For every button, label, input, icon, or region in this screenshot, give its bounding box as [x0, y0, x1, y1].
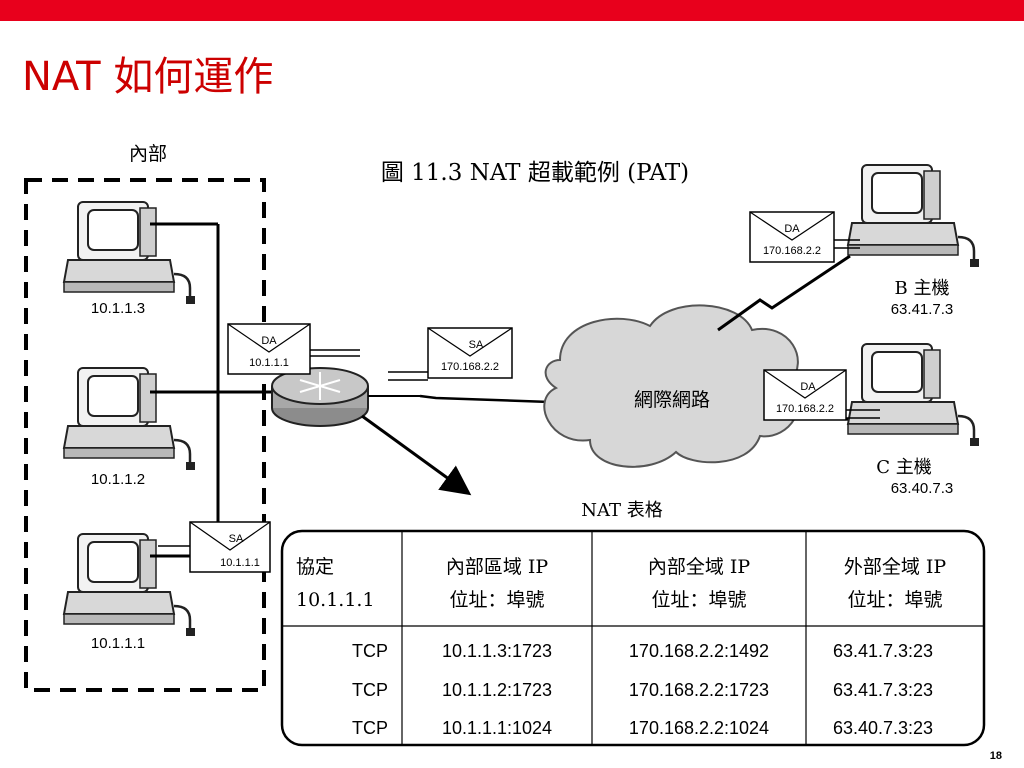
page-number: 18 — [989, 750, 1002, 762]
table-cell: 63.41.7.3:23 — [833, 641, 933, 661]
nat-table-label: NAT 表格 — [581, 500, 663, 521]
table-header: 位址：埠號 — [449, 589, 544, 611]
host-ip-label: 10.1.1.3 — [91, 300, 145, 317]
table-cell: TCP — [352, 641, 388, 661]
table-cell: 10.1.1.1:1024 — [442, 718, 552, 738]
top-accent-bar — [0, 0, 1024, 21]
internet-label: 網際網路 — [634, 389, 710, 411]
table-cell: 63.41.7.3:23 — [833, 680, 933, 700]
router-icon — [271, 367, 369, 427]
svg-text:10.1.1.1: 10.1.1.1 — [220, 557, 260, 569]
inside-network-boundary — [24, 178, 266, 692]
host-ip-label: 10.1.1.1 — [91, 635, 145, 652]
wan-link — [419, 394, 551, 404]
nat-table: 協定 10.1.1.1 內部區域 IP 位址：埠號 內部全域 IP 位址：埠號 … — [280, 529, 986, 747]
table-cell: TCP — [352, 680, 388, 700]
packet-envelope-inside-sa: SA 10.1.1.1 — [158, 521, 271, 573]
table-cell: 170.168.2.2:1723 — [629, 680, 769, 700]
pc-icon — [62, 532, 197, 638]
host-ip-label: 10.1.1.2 — [91, 471, 145, 488]
svg-text:170.168.2.2: 170.168.2.2 — [763, 245, 821, 257]
table-cell: 10.1.1.2:1723 — [442, 680, 552, 700]
table-header: 外部全域 IP — [844, 556, 947, 578]
svg-text:DA: DA — [261, 335, 277, 347]
pc-icon — [846, 342, 981, 448]
host-b-name: B 主機 — [895, 278, 950, 299]
pc-icon — [62, 366, 197, 472]
table-header: 位址：埠號 — [651, 589, 746, 611]
host-c-name: C 主機 — [876, 457, 932, 478]
table-header: 10.1.1.1 — [296, 589, 375, 611]
table-header: 協定 — [296, 556, 334, 578]
svg-text:SA: SA — [469, 339, 484, 351]
packet-envelope-host-b-da: DA 170.168.2.2 — [749, 211, 860, 263]
packet-envelope-host-c-da: DA 170.168.2.2 — [763, 369, 880, 421]
pc-icon — [846, 163, 981, 269]
svg-text:10.1.1.1: 10.1.1.1 — [249, 357, 289, 369]
internet-cloud-icon — [543, 304, 800, 468]
table-cell: 10.1.1.3:1723 — [442, 641, 552, 661]
svg-text:170.168.2.2: 170.168.2.2 — [441, 361, 499, 373]
svg-text:SA: SA — [229, 533, 244, 545]
slide-title: NAT 如何運作 — [22, 54, 274, 100]
svg-text:DA: DA — [800, 381, 816, 393]
table-header: 位址：埠號 — [847, 589, 942, 611]
svg-text:170.168.2.2: 170.168.2.2 — [776, 403, 834, 415]
host-b-ip: 63.41.7.3 — [891, 301, 954, 318]
table-cell: 170.168.2.2:1492 — [629, 641, 769, 661]
table-cell: 170.168.2.2:1024 — [629, 718, 769, 738]
nat-table-arrow — [361, 414, 472, 496]
table-cell: 63.40.7.3:23 — [833, 718, 933, 738]
link-to-host-b — [717, 254, 851, 332]
inside-label: 內部 — [129, 143, 167, 165]
packet-envelope-inside-da: DA 10.1.1.1 — [227, 323, 360, 375]
table-header: 內部全域 IP — [648, 556, 751, 578]
figure-caption: 圖 11.3 NAT 超載範例 (PAT) — [381, 160, 689, 186]
host-c-ip: 63.40.7.3 — [891, 480, 954, 497]
packet-envelope-outside-sa: SA 170.168.2.2 — [388, 327, 513, 381]
pc-icon — [62, 200, 197, 306]
table-header: 內部區域 IP — [446, 556, 549, 578]
table-cell: TCP — [352, 718, 388, 738]
svg-text:DA: DA — [784, 223, 800, 235]
